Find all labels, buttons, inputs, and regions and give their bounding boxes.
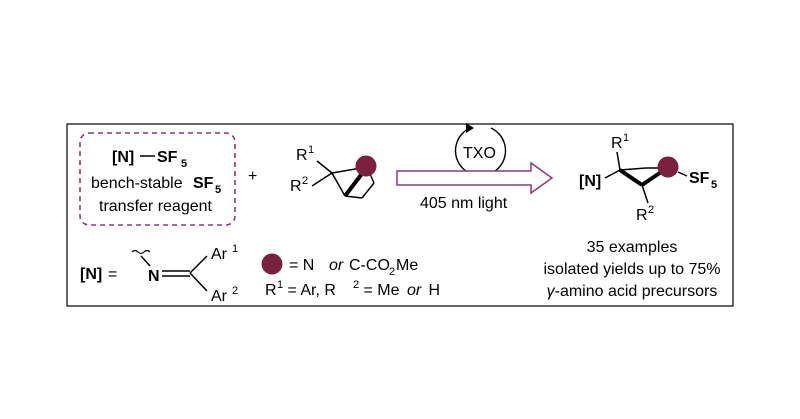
reagent-line3: transfer reagent (99, 198, 213, 215)
attachment-wavy-icon (131, 249, 151, 255)
catalyst-label: TXO (463, 145, 496, 162)
r-definition-me: = Me (359, 282, 404, 299)
product-r2: R (636, 207, 648, 224)
definition-ar2-sup: 2 (232, 285, 238, 297)
product-sf-sub: 5 (711, 179, 717, 191)
legend-c-co: C-CO (349, 257, 390, 274)
definition-atom-n: N (148, 268, 160, 285)
legend-dot (261, 253, 283, 275)
r-definition-or: or (407, 282, 422, 299)
reagent-sf: SF (157, 149, 178, 166)
reaction-condition: 405 nm light (420, 195, 508, 212)
substrate-bridge-dot (355, 155, 377, 177)
reagent-line2-text: bench-stable (91, 175, 183, 192)
legend-or: or (329, 257, 344, 274)
reagent-line2-sub: 5 (215, 184, 221, 196)
legend: = N or C-CO 2 Me R 1 = Ar, R 2 = Me or H (261, 253, 440, 299)
r-definition-mid: = Ar, R (283, 282, 336, 299)
results-line2: isolated yields up to 75% (544, 261, 721, 278)
product-sf: SF (689, 170, 710, 187)
product-bridge-dot (657, 156, 679, 178)
results-line3-rest: -amino acid precursors (555, 283, 718, 300)
scheme-frame (66, 123, 734, 307)
legend-me: Me (396, 257, 418, 274)
legend-co-sub: 2 (389, 266, 395, 278)
substrate-r2-sup: 2 (302, 175, 308, 187)
definition-ar1-sup: 1 (232, 243, 238, 255)
product-r2-sup: 2 (648, 204, 654, 216)
definition-equals: = (108, 266, 117, 283)
results-line1: 35 examples (587, 239, 678, 256)
r-definition-h: H (424, 282, 440, 299)
results-gamma: γ (547, 283, 556, 300)
substrate-r1: R (296, 147, 308, 164)
definition-n-label: [N] (80, 266, 102, 283)
product-r1-sup: 1 (623, 132, 629, 144)
legend-dot-eq: = N (289, 257, 314, 274)
product-r1: R (611, 135, 623, 152)
catalyst-cycle: TXO (454, 123, 507, 177)
r-definition-r2-sup: 2 (353, 279, 359, 291)
product-n-label: [N] (579, 173, 601, 190)
product-structure: R 1 [N] SF 5 R 2 (579, 132, 717, 224)
substrate-structure: R 1 R 2 (290, 144, 377, 199)
results: 35 examples isolated yields up to 75% γ-… (544, 239, 721, 300)
n-definition: [N] = N Ar 1 Ar 2 (80, 243, 238, 305)
substrate-r1-sup: 1 (308, 144, 314, 156)
reagent-box (79, 132, 236, 226)
definition-ar2: Ar (211, 288, 228, 305)
reaction-arrow (396, 161, 554, 195)
r-definition-r1: R (265, 282, 277, 299)
reagent-n-label: [N] (112, 149, 134, 166)
reagent-sf-sub: 5 (181, 158, 187, 170)
results-line3: γ-amino acid precursors (547, 283, 718, 300)
definition-ar1: Ar (211, 246, 228, 263)
reagent-formula: [N] SF 5 (112, 149, 187, 170)
plus-sign: + (248, 168, 257, 185)
r-definition-r1-sup: 1 (277, 279, 283, 291)
reagent-line2-sf: SF (193, 175, 214, 192)
substrate-r2: R (290, 178, 302, 195)
